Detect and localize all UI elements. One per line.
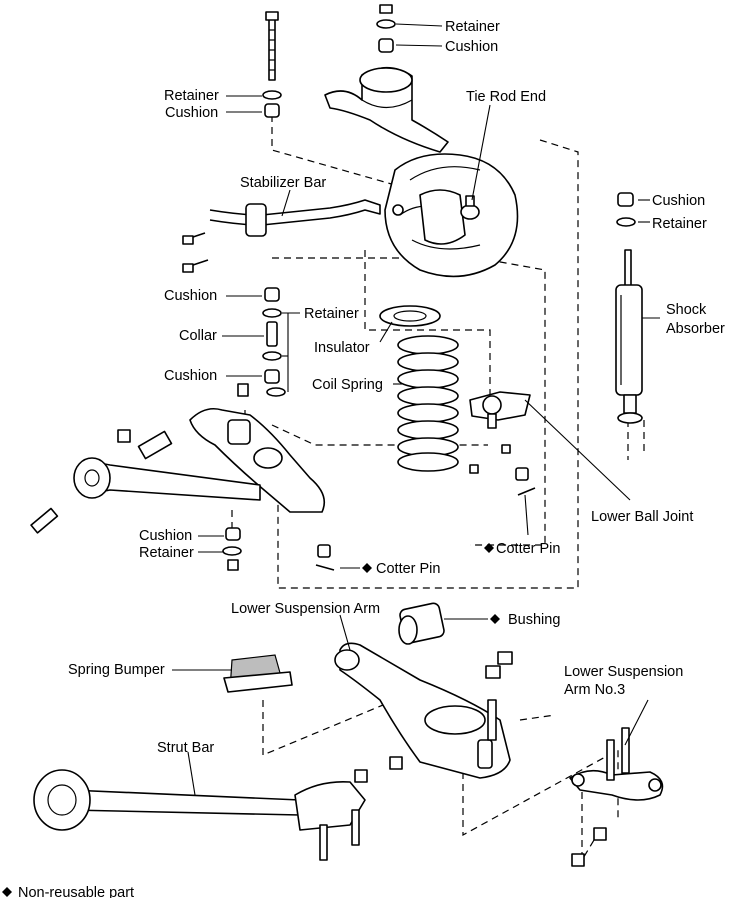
- retainer-mid2-part: [262, 351, 282, 361]
- label-cushion-mid2: Cushion: [164, 368, 217, 384]
- label-lower-suspension-arm-no3-line2: Arm No.3: [564, 682, 625, 698]
- label-insulator: Insulator: [314, 340, 370, 356]
- tie-rod-end-part: [460, 195, 480, 220]
- non-reusable-markers: [2, 543, 500, 897]
- part-labels: Retainer Cushion Retainer Cushion Tie Ro…: [18, 19, 725, 898]
- diamond-icon: [490, 614, 500, 624]
- retainer-left-part: [262, 90, 282, 100]
- cushion-left-part: [264, 103, 280, 118]
- label-shock: Shock: [666, 302, 707, 318]
- diamond-icon: [2, 887, 12, 897]
- cushion-mid-part: [264, 287, 280, 302]
- cotter-pin-mid-part: [315, 544, 335, 571]
- label-cotter-pin-mid: Cotter Pin: [376, 561, 440, 577]
- label-lower-suspension-arm: Lower Suspension Arm: [231, 601, 380, 617]
- shock-cushion-part: [617, 192, 634, 207]
- legend-non-reusable-part: Non-reusable part: [18, 885, 134, 898]
- retainer-mid-part: [262, 308, 282, 318]
- lower-suspension-arm-no3-part: [569, 727, 664, 867]
- label-lower-ball-joint: Lower Ball Joint: [591, 509, 693, 525]
- lower-suspension-arm-part: [334, 642, 513, 779]
- upper-suspension-arm: [324, 66, 449, 153]
- label-cushion-top: Cushion: [445, 39, 498, 55]
- label-retainer-left: Retainer: [164, 88, 219, 104]
- upper-long-bolt: [265, 11, 279, 81]
- label-cushion-left: Cushion: [165, 105, 218, 121]
- label-collar: Collar: [179, 328, 217, 344]
- label-stabilizer-bar: Stabilizer Bar: [240, 175, 326, 191]
- label-retainer-low: Retainer: [139, 545, 194, 561]
- insulator-part: [379, 305, 441, 327]
- label-lower-suspension-arm-no3-line1: Lower Suspension: [564, 664, 683, 680]
- retainer-top-part: [376, 19, 396, 29]
- label-coil-spring: Coil Spring: [312, 377, 383, 393]
- top-nut: [379, 4, 393, 14]
- label-spring-bumper: Spring Bumper: [68, 662, 165, 678]
- label-retainer-mid: Retainer: [304, 306, 359, 322]
- diamond-icon: [362, 563, 372, 573]
- diamond-icon: [484, 543, 494, 553]
- cotter-pin-right-part: [515, 467, 536, 496]
- bushing-part: [398, 602, 445, 645]
- shock-absorber-part: [615, 249, 643, 424]
- lower-ball-joint-part: [469, 391, 531, 474]
- label-absorber: Absorber: [666, 321, 725, 337]
- label-cushion-mid: Cushion: [164, 288, 217, 304]
- label-retainer-right: Retainer: [652, 216, 707, 232]
- cushion-top-part: [378, 38, 394, 53]
- steering-knuckle: [384, 153, 519, 278]
- retainer-low-part: [222, 546, 242, 571]
- label-retainer-top: Retainer: [445, 19, 500, 35]
- coil-spring-part: [397, 335, 459, 472]
- stabilizer-bar-part: [182, 199, 381, 273]
- label-cotter-pin-right: Cotter Pin: [496, 541, 560, 557]
- label-strut-bar: Strut Bar: [157, 740, 214, 756]
- retainer-mid3-part: [266, 387, 286, 397]
- upper-lower-arm-assembly: [30, 383, 326, 534]
- cushion-low-part: [225, 527, 241, 541]
- label-cushion-right: Cushion: [652, 193, 705, 209]
- label-cushion-low: Cushion: [139, 528, 192, 544]
- label-bushing: Bushing: [508, 612, 560, 628]
- cushion-mid2-part: [264, 369, 280, 384]
- collar-part: [266, 321, 278, 347]
- leader-lines: [172, 23, 660, 796]
- label-tie-rod-end: Tie Rod End: [466, 89, 546, 105]
- strut-bar-part: [33, 769, 368, 861]
- shock-retainer-part: [616, 217, 636, 227]
- spring-bumper-part: [223, 654, 293, 693]
